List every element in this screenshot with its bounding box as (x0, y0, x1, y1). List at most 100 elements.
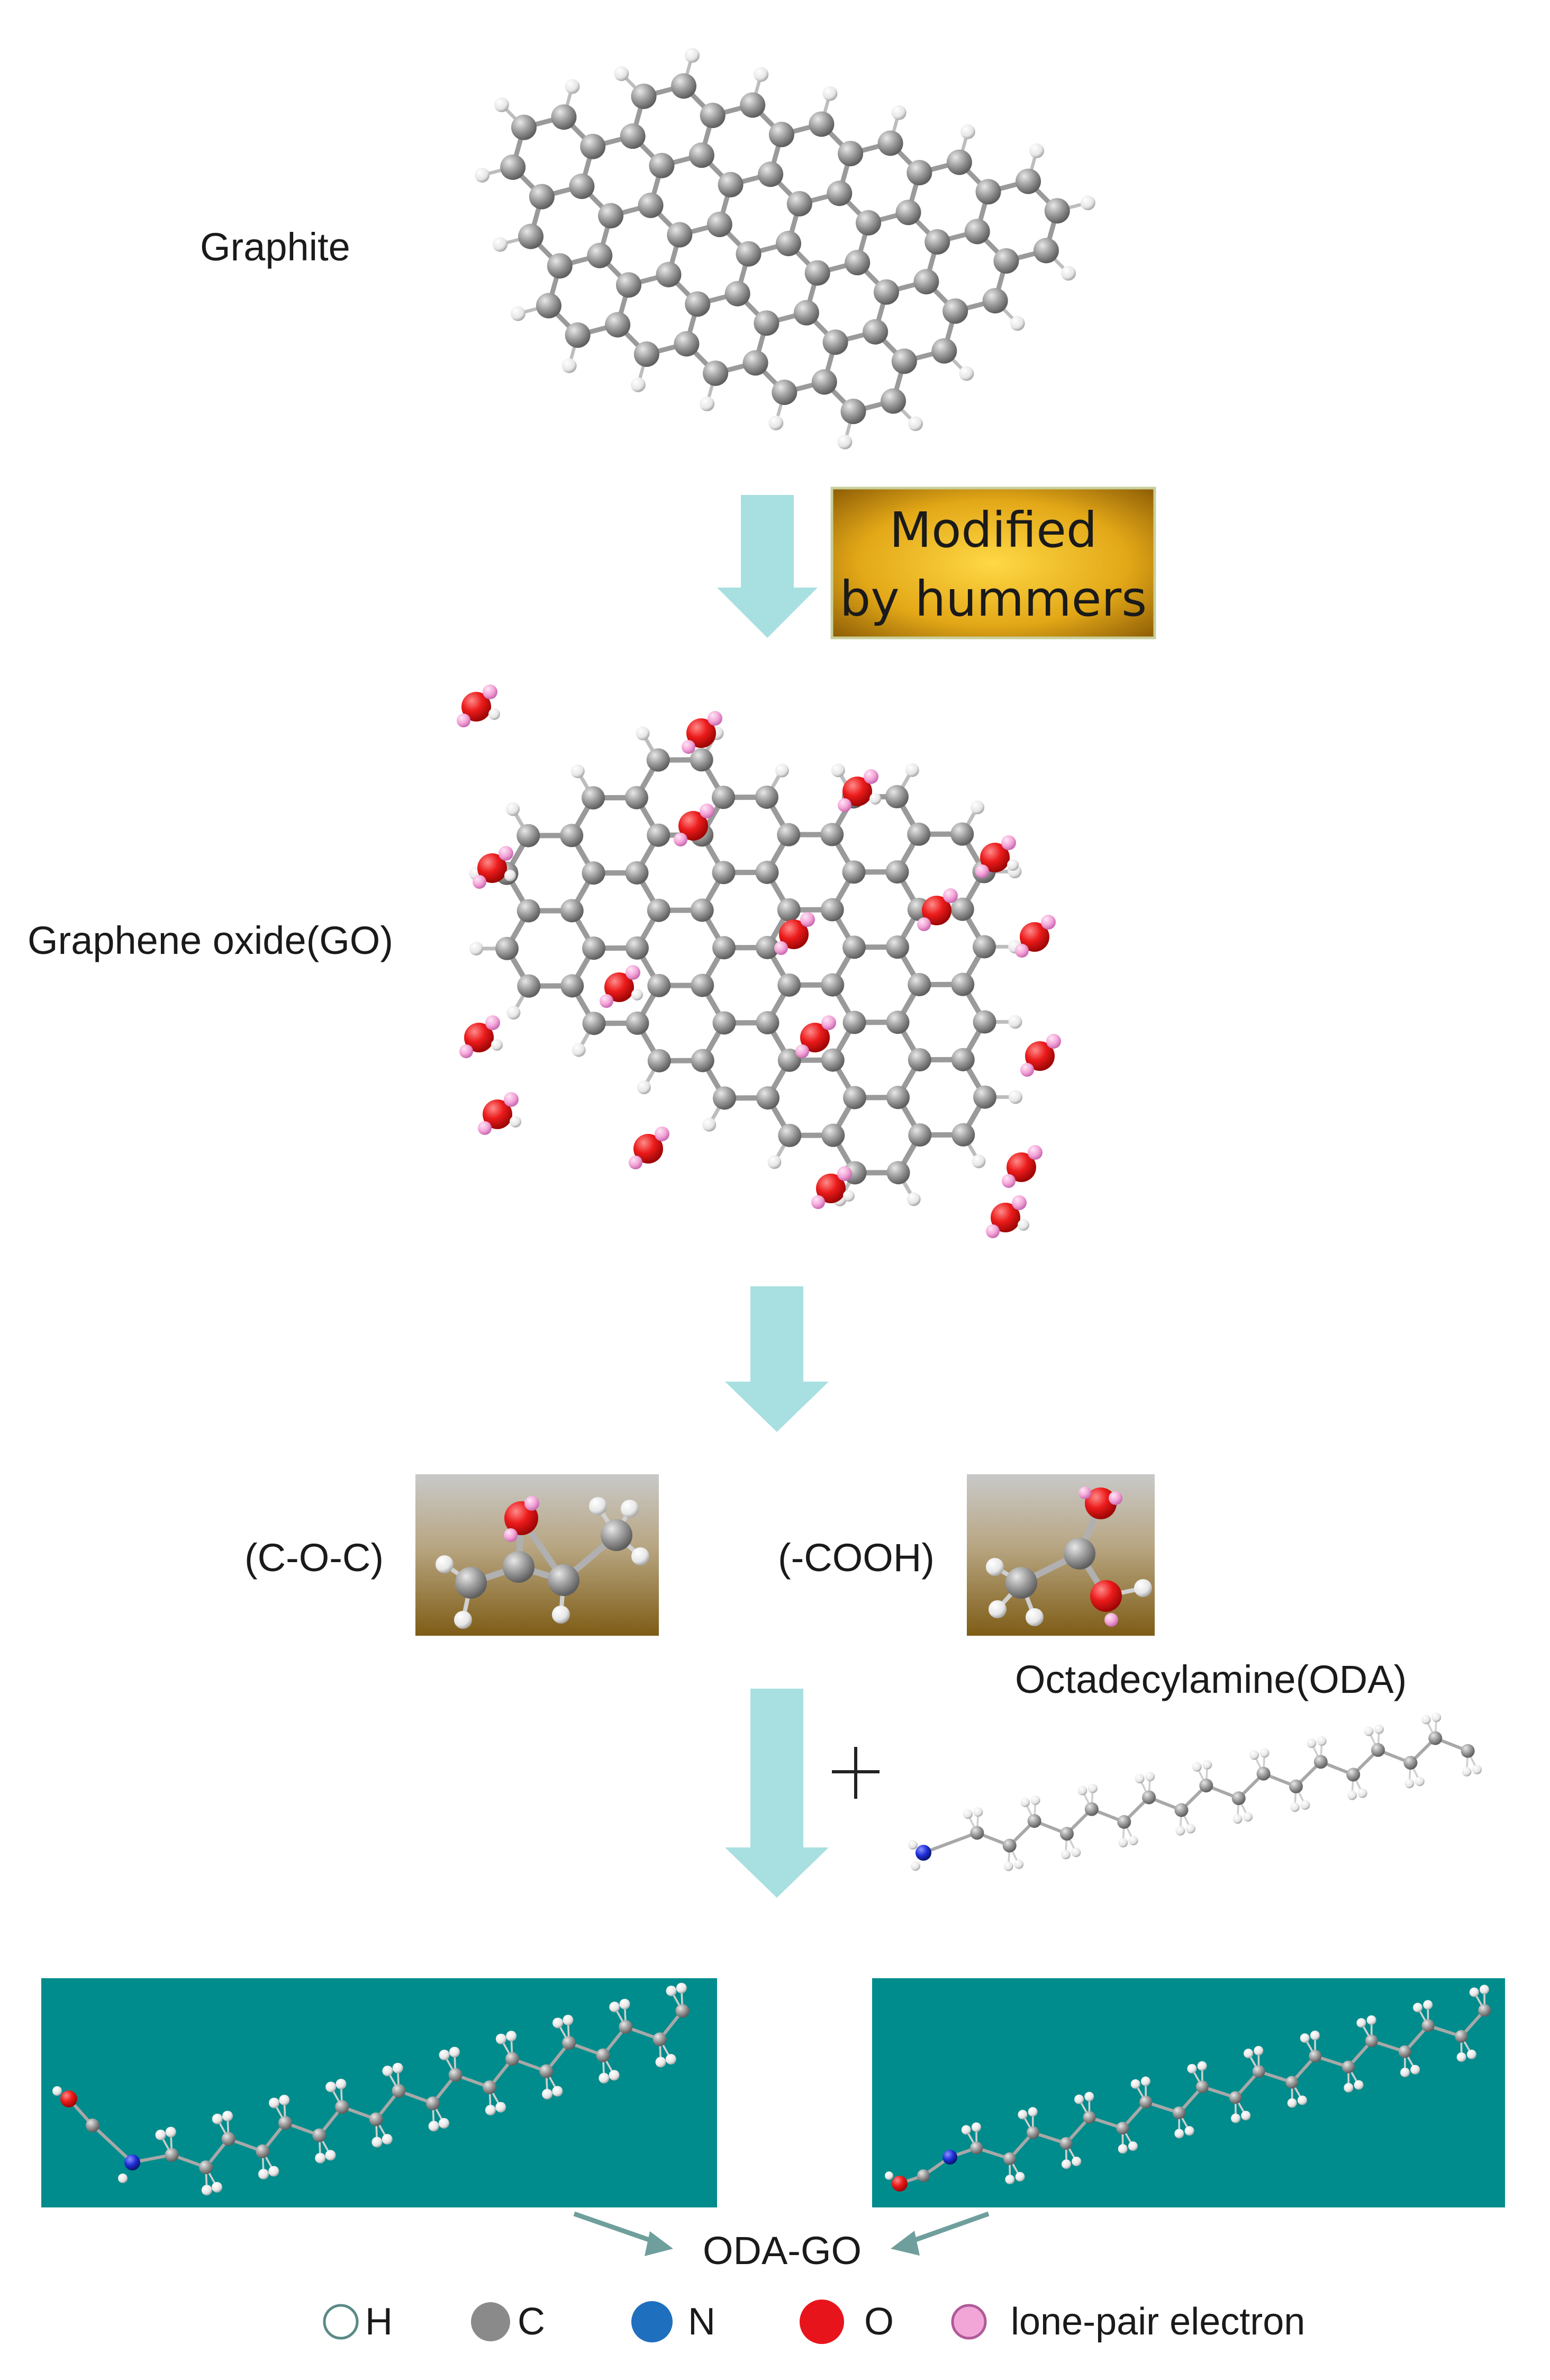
carbon-atom (625, 861, 649, 885)
lone-pair-electron (478, 1121, 492, 1135)
carbon-atom (907, 160, 932, 186)
hydrogen-atom (908, 1840, 918, 1850)
hummers-method-box: Modified by hummers (830, 486, 1156, 639)
hydrogen-atom (475, 167, 490, 183)
oxygen-atom (633, 1134, 663, 1164)
carbon-atom (1026, 2126, 1039, 2139)
oxygen-atom (604, 972, 634, 1002)
hydrogen-atom (1231, 2113, 1241, 2123)
oda-label: Octadecylamine(ODA) (1015, 1657, 1407, 1701)
legend-nitrogen-label: N (688, 2301, 715, 2343)
carbon-atom (706, 211, 732, 237)
hydrogen-atom (449, 2047, 460, 2058)
carbon-atom (1059, 1827, 1074, 1841)
carbon-atom (1059, 2137, 1073, 2150)
hydrogen-atom (1185, 1824, 1195, 1834)
carbon-atom (1403, 1755, 1418, 1770)
graphite-label: Graphite (200, 225, 350, 269)
carbon-atom (1313, 1755, 1328, 1769)
lone-pair-electron (838, 798, 851, 812)
down-arrow-3 (725, 1689, 829, 1898)
hydrogen-atom (1140, 2076, 1150, 2086)
oxygen-atom (991, 1203, 1020, 1232)
hydrogen-atom (837, 434, 853, 449)
carbon-atom (811, 369, 837, 395)
hydrogen-atom (960, 124, 975, 139)
hydrogen-atom (336, 2078, 347, 2089)
hydrogen-atom (510, 1116, 521, 1128)
hydrogen-atom (1174, 2129, 1184, 2139)
carbon-atom (516, 824, 540, 848)
carbon-atom (1289, 1779, 1303, 1793)
carbon-atom (312, 2128, 327, 2142)
carbon-atom (946, 149, 972, 175)
carbon-atom (691, 973, 714, 997)
hydrogen-atom (971, 2122, 981, 2132)
hydrogen-atom (439, 2049, 450, 2060)
oxygen-atom (60, 2090, 77, 2107)
carbon-atom (1142, 1790, 1156, 1805)
carbon-atom (500, 154, 526, 180)
carbon-atom (562, 2036, 576, 2050)
hydrogen-atom (1374, 1724, 1384, 1734)
hydrogen-atom (1135, 1774, 1145, 1784)
carbon-atom (626, 936, 649, 960)
hydrogen-atom (268, 2166, 279, 2177)
carbon-atom (601, 1519, 632, 1551)
hydrogen-atom (631, 1547, 649, 1565)
oda-go-panel-left (41, 1978, 717, 2207)
graphite-molecule (475, 48, 1095, 449)
hydrogen-atom (1007, 859, 1019, 871)
hydrogen-atom (279, 2095, 290, 2106)
carbon-atom (777, 898, 801, 922)
lone-pair-electron (837, 1166, 852, 1181)
hydrogen-atom (325, 2150, 336, 2161)
lone-pair-electron (504, 1528, 518, 1542)
carbon-atom (804, 260, 830, 286)
carbon-atom (1428, 1731, 1443, 1745)
lone-pair-electron (811, 1195, 825, 1209)
carbon-atom (1199, 1778, 1213, 1792)
carbon-atom (842, 1011, 866, 1034)
hydrogen-atom (1241, 2111, 1251, 2121)
legend-carbon-label: C (518, 2301, 545, 2343)
hydrogen-atom (1347, 1790, 1357, 1800)
lone-pair-electron (708, 711, 722, 726)
carbon-atom (842, 860, 866, 884)
hydrogen-atom (822, 86, 838, 101)
lone-pair-electron (975, 864, 989, 878)
oxygen-atom (892, 2176, 908, 2192)
hydrogen-atom (506, 802, 520, 816)
carbon-atom (772, 380, 797, 405)
hydrogen-atom (1187, 2063, 1197, 2074)
hydrogen-atom (1431, 1712, 1442, 1723)
hydrogen-atom (630, 377, 646, 392)
carbon-atom (581, 786, 605, 810)
carbon-atom (646, 748, 670, 772)
carbon-atom (335, 2100, 349, 2114)
hydrogen-atom (1344, 2082, 1354, 2093)
hydrogen-atom (1259, 1748, 1270, 1758)
carbon-atom (777, 1048, 801, 1072)
hydrogen-atom (494, 97, 509, 112)
carbon-atom (970, 2141, 983, 2154)
carbon-atom (712, 936, 736, 960)
hydrogen-atom (454, 1611, 472, 1629)
hydrogen-atom (1244, 2049, 1254, 2059)
lone-pair-electron (682, 740, 695, 754)
carbon-atom (1309, 2050, 1322, 2063)
lone-pair-electron (473, 875, 486, 889)
carbon-atom (675, 2004, 690, 2018)
carbon-atom (598, 203, 624, 229)
carbon-atom (842, 935, 866, 959)
carbon-atom (1173, 2106, 1186, 2120)
carbon-atom (840, 399, 866, 425)
hydrogen-atom (843, 1190, 855, 1202)
carbon-atom (165, 2148, 179, 2162)
carbon-atom (768, 122, 794, 148)
plus-sign (832, 1747, 880, 1799)
carbon-atom (1084, 1802, 1099, 1816)
carbon-atom (483, 2080, 497, 2095)
